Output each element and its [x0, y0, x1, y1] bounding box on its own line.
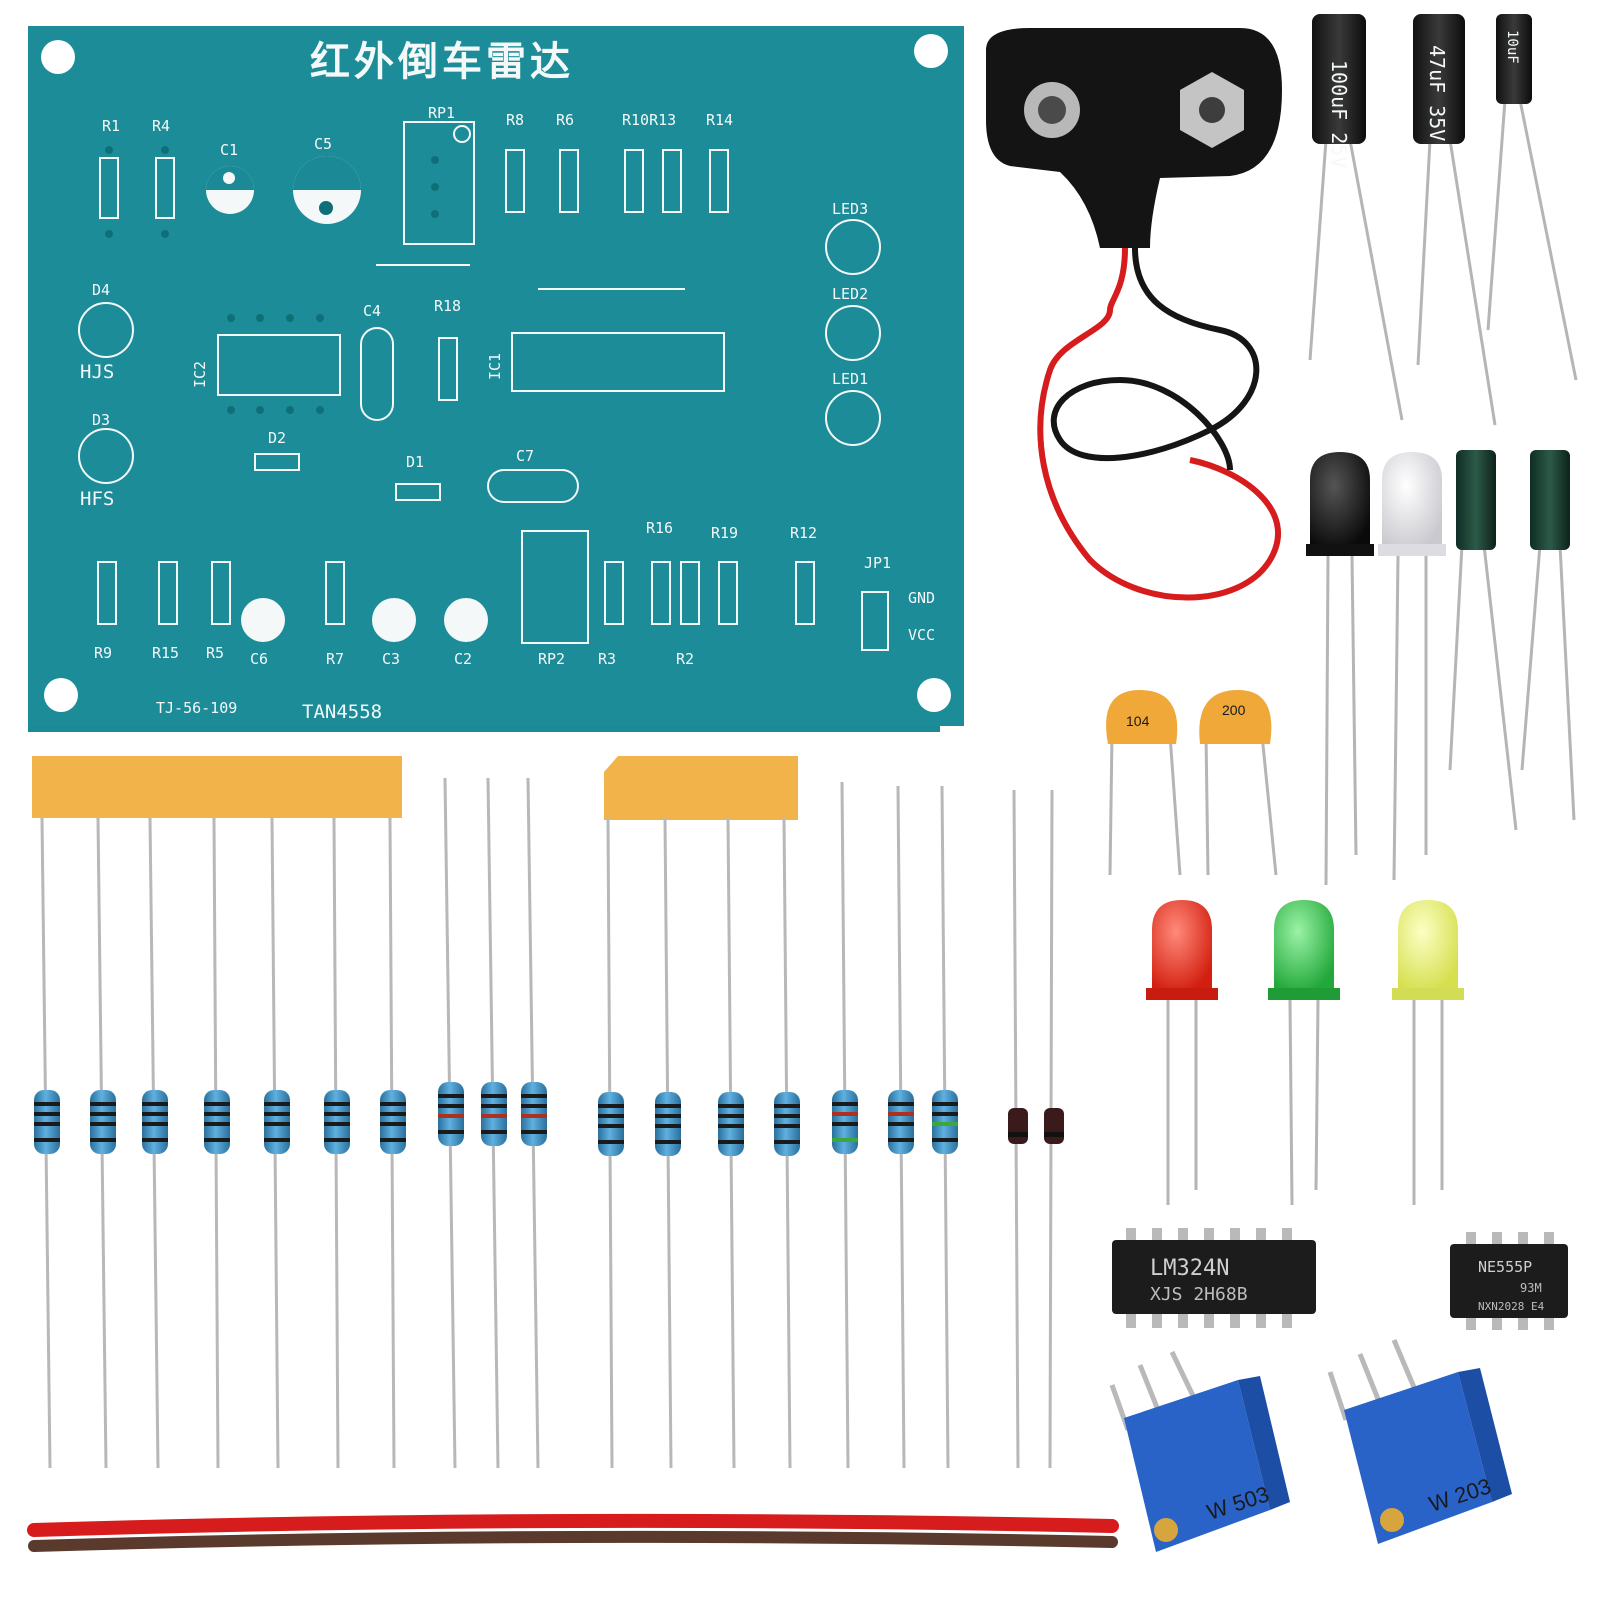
- indicator-leds: [1146, 900, 1464, 1206]
- pcb-r18-footprint: [438, 337, 458, 401]
- pcb-label-c1: C1: [220, 141, 238, 159]
- pcb-label-d2: D2: [268, 429, 286, 447]
- pcb-label-vcc: VCC: [908, 626, 935, 644]
- pcb-label-led3: LED3: [832, 200, 868, 218]
- pcb-board: 红外倒车雷达 R1 R4 C1 C5 RP1 R8 R6 R10R13 R14: [28, 26, 964, 732]
- pcb-resistor-footprints-top: [99, 146, 729, 238]
- pcb-label-d3: D3: [92, 411, 110, 429]
- red-led: [1152, 900, 1212, 990]
- pcb-label-r19: R19: [711, 524, 738, 542]
- pcb-led-footprints: [825, 219, 881, 446]
- pcb-label-ic1: IC1: [486, 353, 504, 380]
- pcb-code: TJ-56-109: [156, 699, 237, 717]
- lm324-line1: LM324N: [1150, 1256, 1229, 1281]
- ir-leds: [1306, 452, 1446, 886]
- pcb-label-ic2: IC2: [191, 361, 209, 388]
- pcb-label-hfs: HFS: [80, 488, 114, 510]
- pcb-label-c2: C2: [454, 650, 472, 668]
- ir-emitter-led: [1382, 452, 1442, 548]
- ceramic-200-text: 200: [1222, 702, 1246, 718]
- pcb-ir-footprints: [78, 302, 134, 484]
- pcb-label-c6: C6: [250, 650, 268, 668]
- pcb-label-d4: D4: [92, 281, 110, 299]
- ceramic-capacitors: 104 200: [1106, 690, 1278, 876]
- mount-hole-br: [917, 678, 951, 712]
- pcb-label-rp2: RP2: [538, 650, 565, 668]
- ne555-line3: NXN2028 E4: [1478, 1300, 1545, 1313]
- trimmer-pot-203: W 203: [1327, 1339, 1512, 1544]
- pcb-label-led1: LED1: [832, 370, 868, 388]
- pcb-rp1-footprint: [376, 121, 475, 266]
- pcb-label-r9: R9: [94, 644, 112, 662]
- twin-wire: [27, 1513, 1119, 1552]
- pcb-label-r12: R12: [790, 524, 817, 542]
- pcb-capacitor-footprints: [206, 156, 361, 224]
- pcb-diode-footprints: [254, 453, 579, 503]
- pcb-title: 红外倒车雷达: [310, 39, 574, 85]
- small-capacitors: [1448, 450, 1576, 831]
- mount-hole-tl: [41, 40, 75, 74]
- tape-left: [32, 756, 402, 818]
- pcb-ic1-footprint: [511, 288, 725, 392]
- pcb-c4-footprint: [360, 327, 394, 421]
- pcb-label-r6: R6: [556, 111, 574, 129]
- pcb-label-c4: C4: [363, 302, 381, 320]
- pcb-label-rp1: RP1: [428, 104, 455, 122]
- pcb-label-r2: R2: [676, 650, 694, 668]
- pcb-label-hjs: HJS: [80, 361, 114, 383]
- pcb-label-c7: C7: [516, 447, 534, 465]
- ic-ne555: NE555P 93M NXN2028 E4: [1450, 1232, 1568, 1330]
- pcb-ic2-footprint: [217, 314, 341, 414]
- pcb-label-c3: C3: [382, 650, 400, 668]
- green-led: [1274, 900, 1334, 990]
- mount-hole-tr: [914, 34, 948, 68]
- pcb-label-r1: R1: [102, 117, 120, 135]
- resistor-strip: [32, 756, 1064, 1469]
- pcb-label-r16: R16: [646, 519, 673, 537]
- ne555-line2: 93M: [1520, 1281, 1542, 1295]
- resistor-bands: [34, 1094, 958, 1144]
- ceramic-104-text: 104: [1126, 713, 1150, 729]
- resistor-bodies: [34, 1082, 958, 1156]
- trimmer-pot-503: W 503: [1109, 1350, 1290, 1552]
- pcb-label-r8: R8: [506, 111, 524, 129]
- cap-100uf-text: 100uF 25V: [1327, 60, 1351, 168]
- cap-10uf-text: 10uF: [1504, 30, 1520, 64]
- pcb-label-r7: R7: [326, 650, 344, 668]
- electrolytic-capacitors: 100uF 25V 47uF 35V 10uF: [1308, 14, 1578, 426]
- pcb-label-r4: R4: [152, 117, 170, 135]
- pcb-resistor-footprints-bottom: [97, 530, 889, 651]
- pcb-model: TAN4558: [302, 701, 382, 723]
- pcb-label-r10r13: R10R13: [622, 111, 676, 129]
- lm324-line2: XJS 2H68B: [1150, 1284, 1248, 1305]
- pcb-label-jp1: JP1: [864, 554, 891, 572]
- mount-hole-bl: [44, 678, 78, 712]
- pcb-label-r14: R14: [706, 111, 733, 129]
- tape-right: [604, 756, 798, 820]
- pcb-label-gnd: GND: [908, 589, 935, 607]
- ne555-line1: NE555P: [1478, 1258, 1532, 1276]
- battery-clip: [986, 28, 1282, 601]
- signal-diodes: [1008, 1108, 1064, 1144]
- pcb-label-r18: R18: [434, 297, 461, 315]
- cap-47uf-text: 47uF 35V: [1425, 45, 1449, 141]
- pcb-label-led2: LED2: [832, 285, 868, 303]
- yellow-led: [1398, 900, 1458, 990]
- pcb-label-r3: R3: [598, 650, 616, 668]
- pcb-label-d1: D1: [406, 453, 424, 471]
- ir-receiver-led: [1310, 452, 1370, 548]
- pcb-label-r5: R5: [206, 644, 224, 662]
- pcb-label-c5: C5: [314, 135, 332, 153]
- ic-lm324: LM324N XJS 2H68B: [1112, 1228, 1316, 1328]
- pcb-label-r15: R15: [152, 644, 179, 662]
